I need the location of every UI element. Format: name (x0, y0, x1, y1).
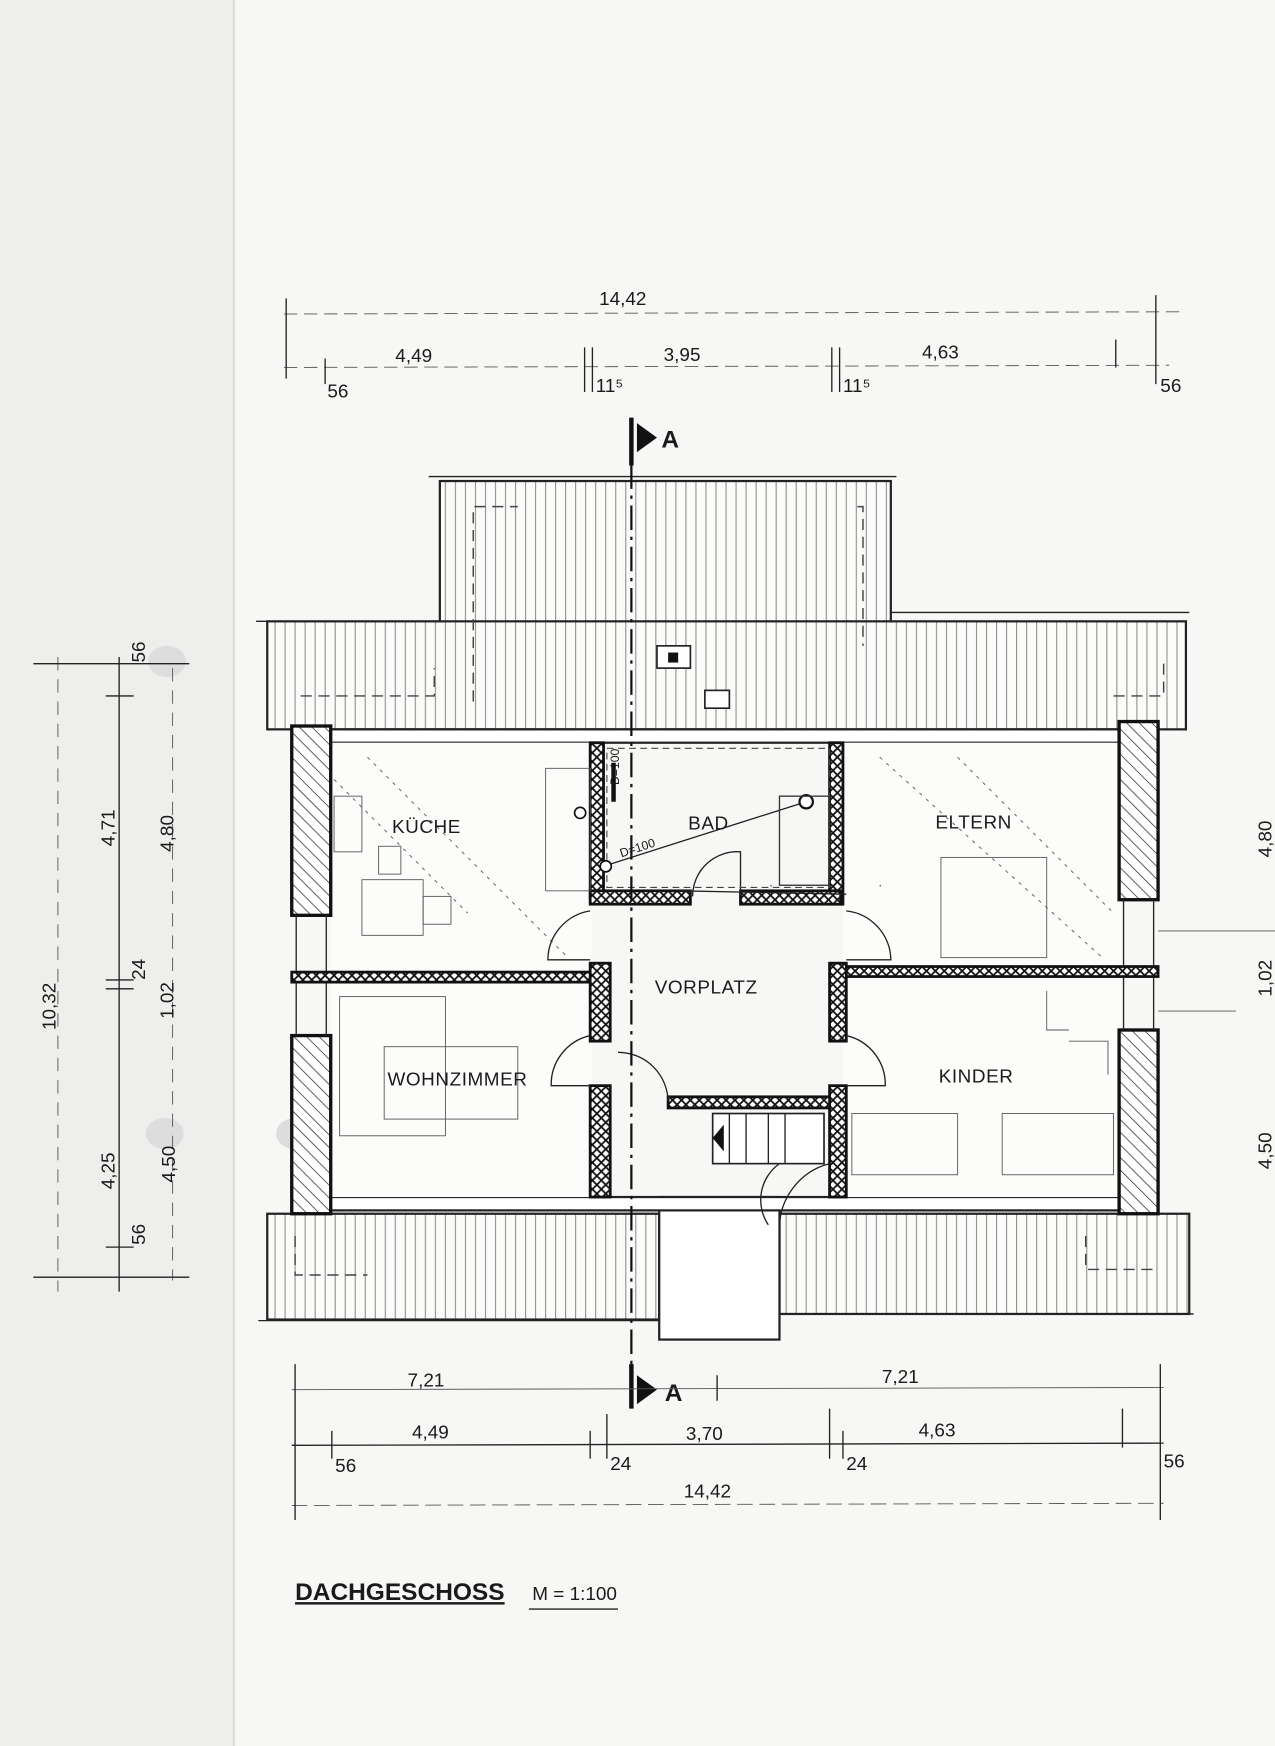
dim-right-middle: 1,02 (1256, 960, 1275, 997)
dim-bottom-half-right: 7,21 (882, 1367, 919, 1388)
bottom-dimensions: 7,21 7,21 4,49 3,70 4,63 56 24 24 56 14,… (291, 1364, 1185, 1520)
furniture (333, 767, 1114, 1176)
dim-bottom-overall: 14,42 (684, 1482, 731, 1503)
room-label-kueche: KÜCHE (392, 817, 461, 838)
bad-annotation-2: D=100 (618, 836, 657, 861)
punch-hole (148, 645, 186, 678)
right-dimensions: 4,80 1,02 4,50 (1158, 821, 1275, 1169)
dim-bottom-right-wall: 56 (1164, 1452, 1185, 1473)
dim-bottom-left-wall: 56 (335, 1456, 356, 1477)
room-label-eltern: ELTERN (935, 812, 1012, 833)
dim-bottom-half-left: 7,21 (408, 1370, 445, 1391)
dim-left-mid-inner: 1,02 (158, 982, 179, 1019)
dim-left-lower-inner: 4,50 (159, 1146, 180, 1183)
dim-left-mid-wall: 24 (129, 959, 150, 980)
bathroom-fixtures (573, 747, 881, 895)
dim-bottom-inner-right: 24 (846, 1454, 867, 1475)
dim-left-top-wall: 56 (129, 642, 150, 663)
dim-bottom-right-room: 4,63 (919, 1420, 956, 1441)
dim-top-right-wall: 56 (1160, 376, 1181, 397)
dim-right-upper: 4,80 (1256, 821, 1275, 858)
upper-window-band (327, 728, 1123, 744)
interior-walls (290, 741, 1160, 1199)
staircase (711, 1112, 830, 1231)
dim-right-lower: 4,50 (1256, 1132, 1275, 1169)
dim-top-right-room: 4,63 (922, 343, 959, 364)
dim-left-overall: 10,32 (40, 983, 61, 1030)
bad-annotation-1: D=100 (608, 748, 622, 785)
dim-bottom-middle: 3,70 (686, 1424, 723, 1445)
dim-left-lower-outer: 4,25 (99, 1152, 120, 1189)
dim-left-upper-outer: 4,71 (99, 809, 120, 846)
top-dimensions: 14,42 4,49 3,95 4,63 56 11⁵ 11⁵ 56 (283, 289, 1181, 403)
room-labels: KÜCHE BAD ELTERN VORPLATZ WOHNZIMMER KIN… (388, 748, 1014, 1091)
paper-fold-shade (0, 0, 234, 1746)
dim-top-inner-left: 11⁵ (596, 376, 623, 397)
dim-top-left-wall: 56 (327, 382, 348, 403)
room-label-kinder: KINDER (939, 1066, 1014, 1087)
section-label-bottom: A (665, 1380, 683, 1407)
room-label-vorplatz: VORPLATZ (655, 977, 758, 998)
lower-window-band (327, 1195, 1123, 1212)
floor-areas (330, 742, 1122, 1198)
dim-left-bottom-wall: 56 (129, 1224, 150, 1245)
dim-left-upper-inner: 4,80 (158, 815, 179, 852)
roof-outline (256, 475, 1194, 1341)
dim-bottom-left-room: 4,49 (412, 1423, 449, 1444)
dim-top-left-room: 4,49 (395, 346, 432, 367)
left-dimensions: 10,32 4,71 4,80 24 1,02 4,25 4,50 56 56 (33, 642, 190, 1292)
plan-title: DACHGESCHOSS (295, 1579, 505, 1606)
room-label-wohnzimmer: WOHNZIMMER (388, 1070, 528, 1091)
dim-top-inner-right: 11⁵ (843, 376, 870, 397)
dim-top-middle: 3,95 (664, 345, 701, 366)
section-label-top: A (661, 427, 679, 454)
plan-scale: M = 1:100 (532, 1584, 617, 1605)
punch-hole (145, 1117, 184, 1150)
dim-top-overall: 14,42 (599, 289, 646, 310)
dim-bottom-inner-left: 24 (610, 1454, 631, 1475)
door-swings (547, 851, 892, 1103)
room-label-bad: BAD (688, 814, 729, 835)
section-line-a: A A (629, 417, 683, 1409)
